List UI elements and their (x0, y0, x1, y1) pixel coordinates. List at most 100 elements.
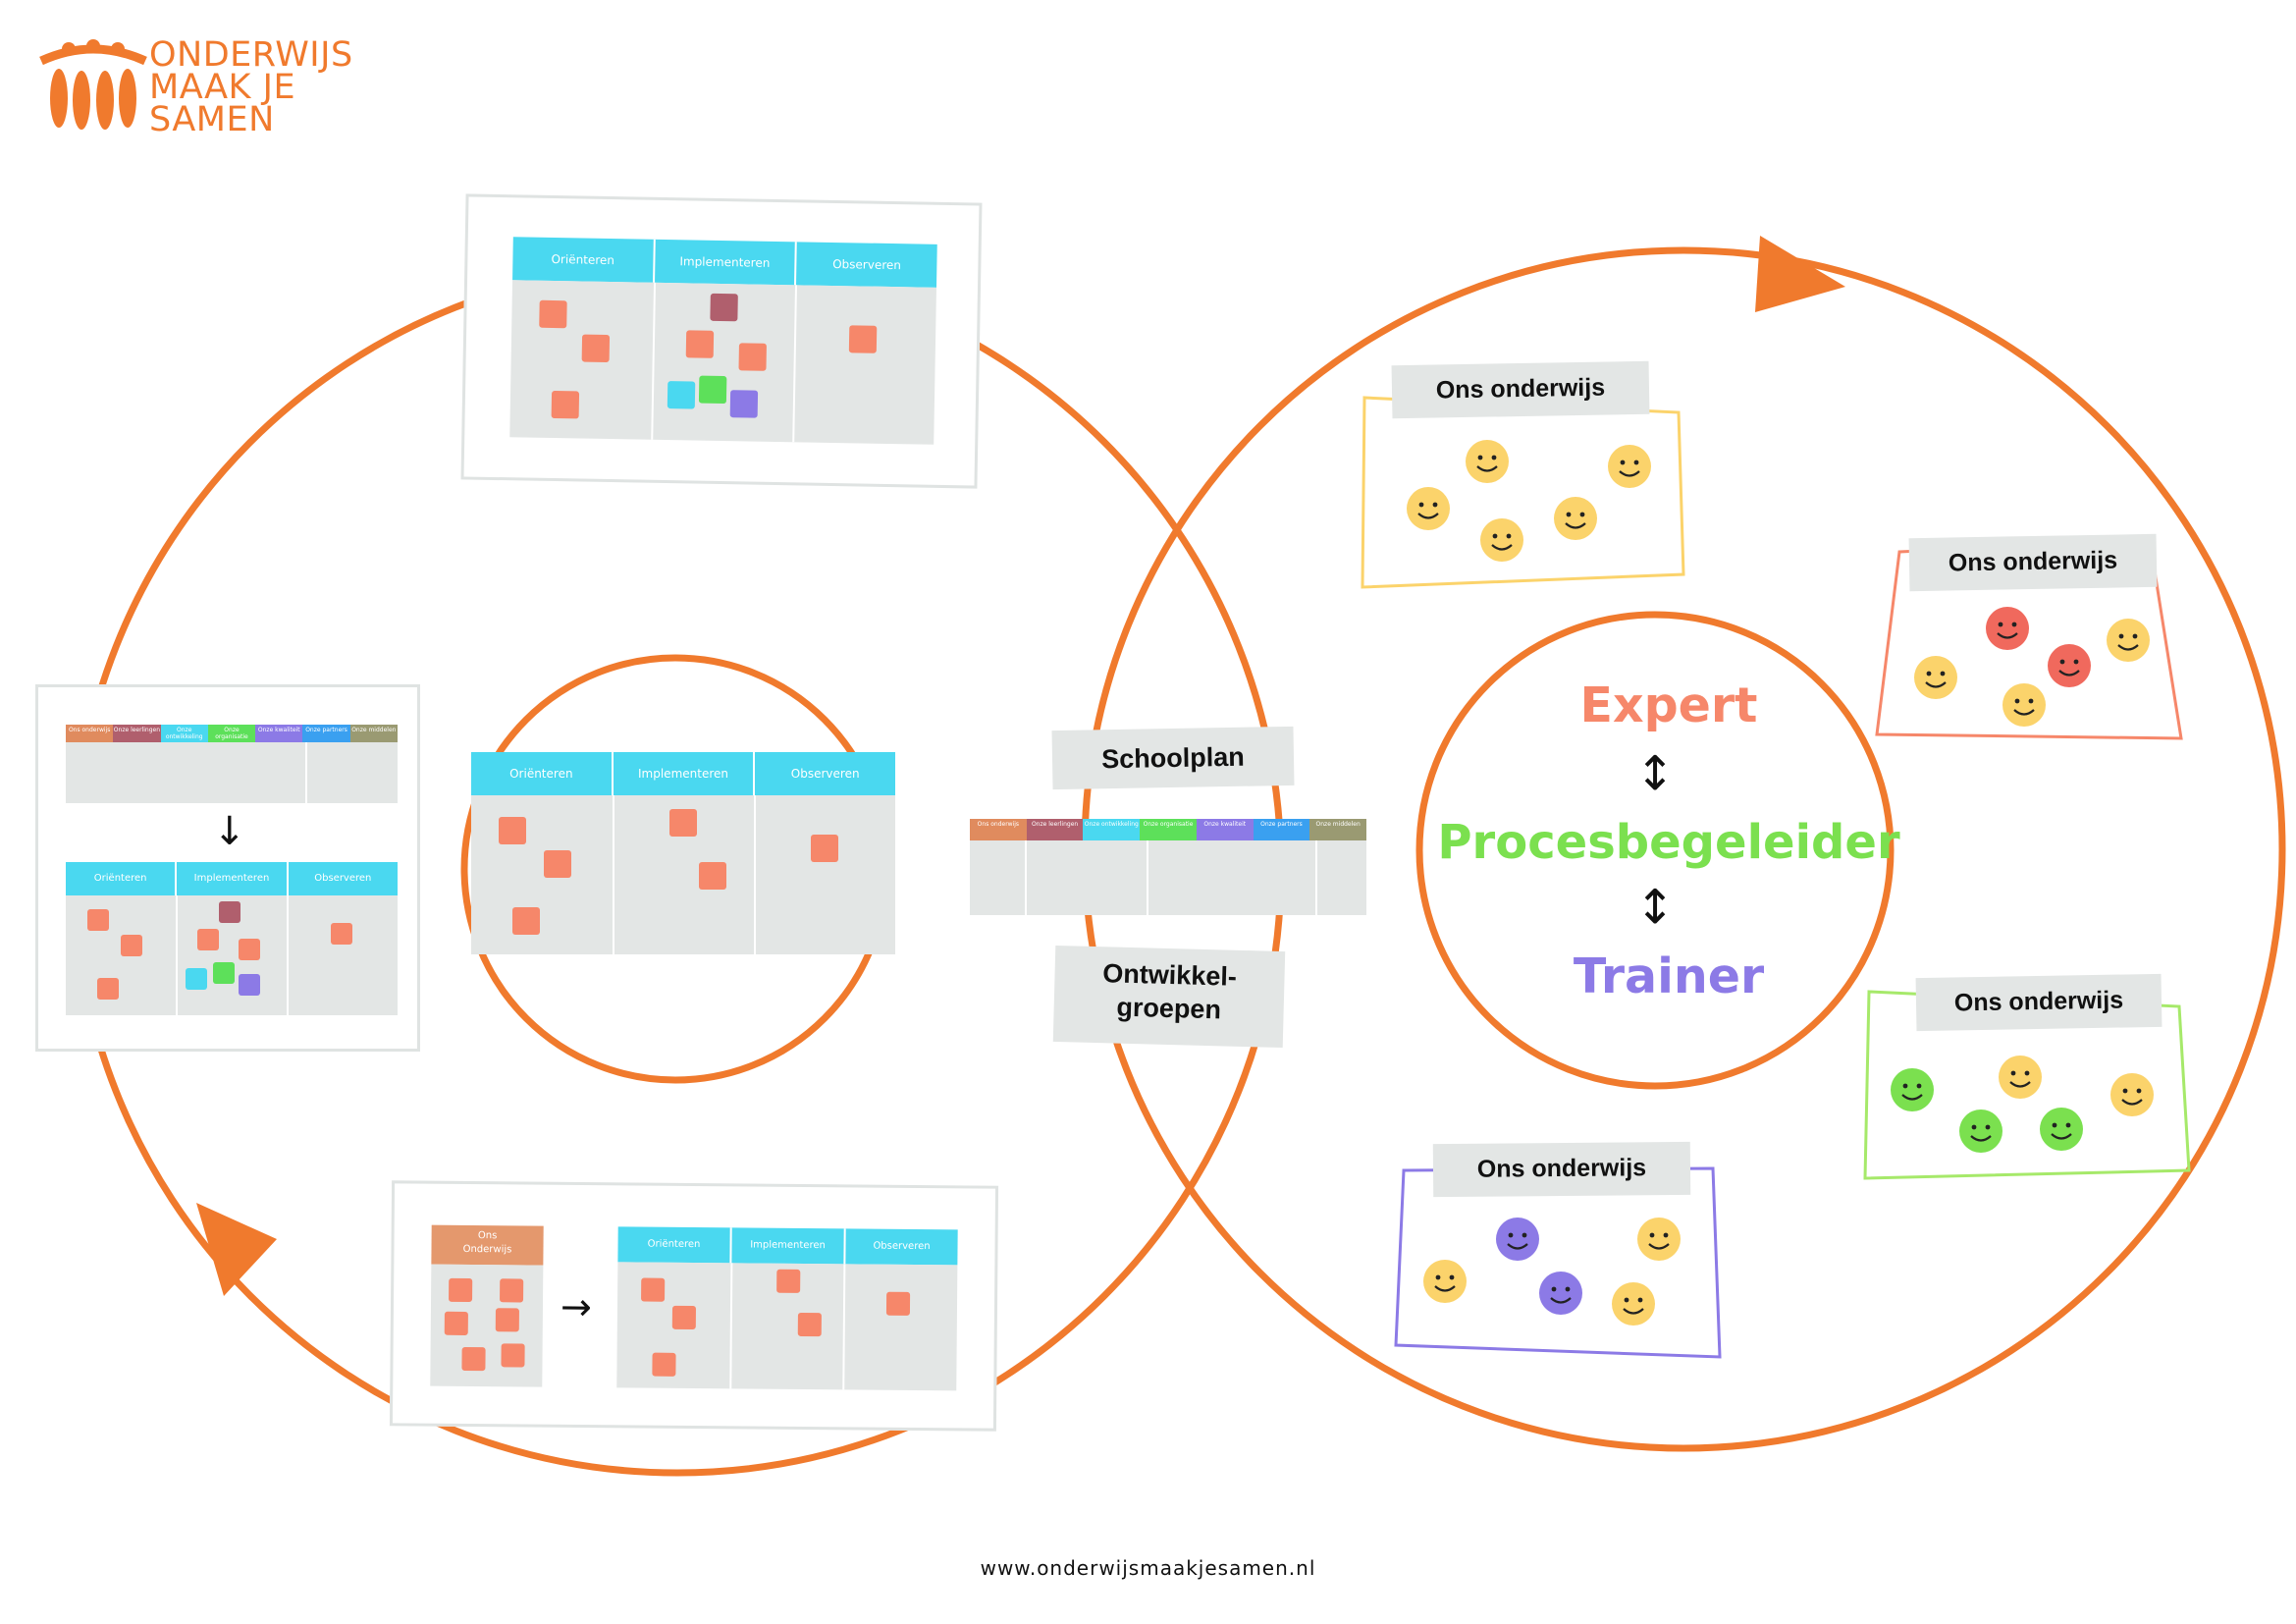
phase-label: Observeren (790, 767, 860, 781)
sticky-note (667, 381, 696, 409)
left-domain-to-phase-board: Ons onderwijs Onze leerlingen Onze ontwi… (35, 684, 420, 1052)
phase-label: Observeren (314, 873, 372, 884)
website-url[interactable]: www.onderwijsmaakjesamen.nl (980, 1556, 1316, 1580)
sticky-note (685, 330, 715, 358)
sticky-note (551, 390, 580, 419)
ons-onderwijs-header-line-1: Ons (477, 1230, 498, 1242)
bottom-onderwijs-board: Ons Onderwijs → Oriënteren Implementeren… (389, 1180, 999, 1432)
ons-onderwijs-header: Ons Onderwijs (431, 1224, 544, 1266)
phase-label: Oriënteren (617, 1226, 732, 1264)
phase-label: Oriënteren (66, 862, 178, 895)
people-logo-icon (39, 39, 147, 130)
role-trainer: Trainer (1573, 948, 1765, 1004)
sticky-note (499, 817, 526, 844)
domain-label: Ons onderwijs (970, 819, 1027, 840)
phase-columns (616, 1262, 958, 1391)
logo-line-3: SAMEN (149, 100, 275, 139)
team-label: Ons onderwijs (1432, 1141, 1691, 1198)
ontwikkelgroepen-tag: Ontwikkel- groepen (1052, 945, 1286, 1049)
down-arrow-icon: ↓ (213, 809, 246, 854)
cycle-arrowhead-top (1755, 236, 1845, 312)
sticky-note (197, 929, 219, 950)
sticky-note (885, 1291, 911, 1316)
phase-label: Observeren (832, 256, 902, 273)
role-procesbegeleider: Procesbegeleider (1437, 815, 1900, 870)
phase-label: Implementeren (654, 239, 798, 286)
sticky-note (797, 1312, 822, 1337)
sticky-note (848, 325, 878, 353)
ons-onderwijs-header-line-2: Onderwijs (462, 1243, 512, 1256)
domain-label: Onze partners (1253, 819, 1310, 840)
sticky-note (698, 375, 727, 405)
sticky-note (331, 923, 352, 945)
domain-label: Onze kwaliteit (1196, 819, 1254, 840)
up-down-arrow-icon: ↕ (1635, 746, 1676, 801)
domain-label: Onze middelen (349, 725, 398, 742)
sticky-note (97, 978, 119, 1000)
sticky-note (219, 901, 240, 923)
sticky-note (444, 1311, 468, 1335)
center-phase-board: Oriënteren Implementeren Observeren (471, 752, 895, 954)
logo-wordmark: ONDERWIJS MAAK JE SAMEN (149, 35, 353, 139)
logo-line-2: MAAK JE (149, 68, 296, 107)
ontwikkelgroepen-line-2: groepen (1116, 992, 1222, 1025)
phase-label: Observeren (873, 1240, 931, 1253)
ons-onderwijs-column (430, 1264, 544, 1387)
domain-label: Onze middelen (1309, 819, 1367, 840)
sticky-note (501, 1343, 525, 1368)
sticky-note (461, 1346, 486, 1372)
phase-label: Implementeren (614, 752, 756, 795)
team-label: Ons onderwijs (1915, 973, 2163, 1032)
team-label: Ons onderwijs (1391, 360, 1650, 419)
sticky-note (776, 1269, 801, 1293)
schoolplan-tag: Schoolplan (1051, 726, 1295, 790)
domain-label: Ons onderwijs (66, 725, 114, 742)
sticky-note (500, 1278, 524, 1303)
sticky-note (738, 343, 767, 371)
domain-label: Onze leerlingen (1026, 819, 1084, 840)
sticky-note (699, 862, 726, 890)
right-arrow-icon: → (560, 1284, 593, 1329)
schoolplan-domain-board: Ons onderwijs Onze leerlingen Onze ontwi… (970, 819, 1367, 915)
sticky-note (495, 1308, 519, 1332)
sticky-note (87, 909, 109, 931)
sticky-note (581, 334, 611, 363)
sticky-note (544, 850, 571, 878)
phase-header: Oriënteren Implementeren Observeren (512, 237, 937, 288)
domain-label: Onze organisatie (1140, 819, 1197, 840)
sticky-note (710, 293, 738, 322)
domain-label: Onze ontwikkeling (160, 725, 208, 742)
sticky-note (449, 1277, 473, 1303)
domain-label: Onze kwaliteit (255, 725, 303, 742)
domain-header-row: Ons onderwijs Onze leerlingen Onze ontwi… (970, 819, 1367, 840)
sticky-note (539, 299, 567, 329)
sticky-note (186, 968, 207, 990)
phase-label: Oriënteren (471, 752, 614, 795)
roles-circle (1415, 611, 1895, 1090)
domain-label: Onze partners (302, 725, 350, 742)
cycle-arrowhead-bottom (196, 1203, 277, 1296)
domain-header-row: Ons onderwijs Onze leerlingen Onze ontwi… (66, 725, 398, 742)
phase-header: Oriënteren Implementeren Observeren (66, 862, 398, 895)
phase-label: Implementeren (731, 1227, 846, 1265)
phase-header: Oriënteren Implementeren Observeren (471, 752, 895, 795)
sticky-note (652, 1352, 676, 1377)
phase-columns (66, 895, 398, 1015)
phase-columns (509, 280, 936, 445)
logo: ONDERWIJS MAAK JE SAMEN (39, 35, 353, 147)
domain-label: Onze ontwikkeling (1083, 819, 1141, 840)
sticky-note (239, 939, 260, 960)
sticky-note (512, 907, 540, 935)
sticky-note (729, 390, 759, 418)
sticky-note (669, 809, 697, 837)
sticky-note (213, 962, 235, 984)
role-expert: Expert (1579, 677, 1758, 733)
sticky-note (121, 935, 142, 956)
domain-columns (66, 742, 398, 803)
phase-label: Implementeren (177, 862, 289, 895)
phase-header: Oriënteren Implementeren Observeren (617, 1226, 958, 1266)
sticky-note (671, 1305, 696, 1330)
sticky-note (239, 974, 260, 996)
sticky-note (641, 1277, 666, 1302)
logo-line-1: ONDERWIJS (149, 35, 353, 75)
